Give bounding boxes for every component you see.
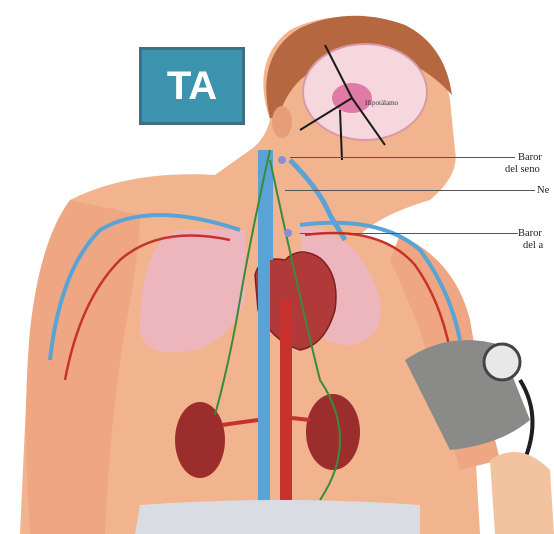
bp-gauge — [484, 344, 520, 380]
left-kidney — [175, 402, 225, 478]
baro-aorta-label-2: del a — [523, 240, 543, 252]
sinus-leader-line — [290, 157, 515, 158]
ta-badge-text: TA — [167, 64, 217, 109]
nerve-leader-line — [285, 190, 535, 191]
hypothalamus-label: Hipotálamo — [365, 97, 398, 109]
pants — [135, 500, 420, 534]
sinus-baroreceptor — [278, 156, 286, 164]
aorta — [280, 300, 292, 534]
aortic-baroreceptor — [284, 229, 292, 237]
aorta-leader-line — [300, 233, 518, 234]
nerve-label: Ne — [537, 185, 549, 197]
examiner-hand — [490, 452, 554, 534]
ear — [272, 106, 292, 138]
ta-badge: TA — [139, 47, 245, 125]
baro-sinus-label-1: Baror — [518, 152, 542, 164]
baro-sinus-label-2: del seno — [505, 164, 540, 176]
baro-aorta-label-1: Baror — [518, 228, 542, 240]
